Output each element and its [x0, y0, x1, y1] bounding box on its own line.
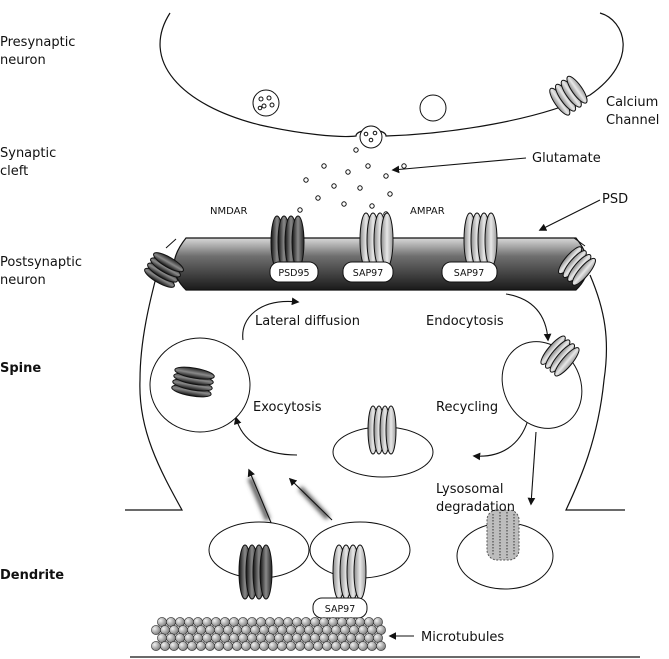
nmdar-vesicle-icon [171, 366, 215, 398]
sap97-protein [342, 261, 394, 283]
tubulin-bead [160, 641, 170, 651]
label-recycling: Recycling [436, 400, 498, 415]
tubulin-bead [250, 641, 260, 651]
svg-text:cleft: cleft [0, 164, 28, 179]
nmdar-transport-icon [238, 544, 273, 600]
tubulin-bead [286, 641, 296, 651]
psd-pointer [538, 199, 601, 231]
tubulin-bead [178, 641, 188, 651]
label-spine: Spine [0, 361, 41, 376]
tubulin-bead [187, 641, 197, 651]
synaptic-vesicle-filled [252, 89, 280, 117]
nmdar-receptor-icon [270, 215, 305, 269]
sap97-protein [441, 261, 498, 283]
tubulin-bead [196, 641, 206, 651]
label-sap97: SAP97 [325, 604, 356, 615]
recycling-arrow [472, 419, 529, 461]
label-psd95: PSD95 [278, 268, 309, 279]
label-glutamate: Glutamate [532, 151, 601, 166]
glutamate-molecules [297, 147, 407, 217]
label-endocytosis: Endocytosis [426, 314, 504, 329]
tubulin-bead [313, 641, 323, 651]
label-lateral-diffusion: Lateral diffusion [255, 314, 360, 329]
label-microtubules: Microtubules [421, 630, 504, 645]
tubulin-bead [169, 641, 179, 651]
tubulin-bead [151, 625, 161, 635]
glutamate-pointer [391, 157, 527, 174]
label-calcium: Calcium [606, 95, 658, 110]
tubulin-bead [151, 641, 161, 651]
tubulin-bead [304, 641, 314, 651]
tubulin-bead [223, 641, 233, 651]
calcium-channel-icon [549, 75, 588, 116]
fusing-vesicle [359, 125, 383, 149]
svg-text:Channel: Channel [606, 113, 659, 128]
spine-membrane [125, 269, 184, 511]
svg-text:neuron: neuron [0, 53, 46, 68]
ampar-receptor-icon [463, 212, 498, 268]
psd95-protein [269, 261, 319, 283]
exocytosis-arrow [233, 416, 298, 456]
label-exocytosis: Exocytosis [253, 400, 322, 415]
label-psd: PSD [602, 192, 628, 207]
tubulin-bead [340, 641, 350, 651]
tubulin-bead [259, 641, 269, 651]
endosome-right [501, 341, 583, 429]
tubulin-bead [349, 641, 359, 651]
svg-text:degradation: degradation [436, 500, 515, 515]
tubulin-bead [322, 641, 332, 651]
tubulin-bead [241, 641, 251, 651]
label-dendrite: Dendrite [0, 568, 64, 583]
transport-arrow [288, 477, 333, 521]
label-postsynaptic: Postsynaptic [0, 255, 82, 270]
degradation-arrow [527, 431, 537, 506]
microtubules [151, 617, 386, 651]
tubulin-bead [331, 641, 341, 651]
label-nmdar: NMDAR [210, 206, 247, 217]
tubulin-bead [295, 641, 305, 651]
ampar-transport-icon [332, 544, 367, 600]
label-ampar: AMPAR [410, 206, 445, 217]
label-sap97: SAP97 [454, 268, 485, 279]
ampar-recycling-icon [367, 405, 397, 455]
label-sap97: SAP97 [353, 268, 384, 279]
lateral-diffusion-arrow [242, 297, 300, 341]
ampar-receptor-icon [359, 212, 394, 268]
svg-text:neuron: neuron [0, 273, 46, 288]
transport-arrow [247, 468, 273, 526]
tubulin-bead [205, 641, 215, 651]
tubulin-bead [277, 641, 287, 651]
tubulin-bead [214, 641, 224, 651]
label-lysosomal: Lysosomal [436, 482, 503, 497]
tubulin-bead [376, 641, 386, 651]
ampar-side-icon [558, 246, 596, 286]
nmdar-side-icon [144, 252, 184, 288]
tubulin-bead [367, 641, 377, 651]
label-presynaptic: Presynaptic [0, 35, 75, 50]
ampar-endocytosed-icon [540, 335, 580, 377]
endocytosis-arrow [505, 293, 552, 342]
tubulin-bead [268, 641, 278, 651]
tubulin-bead [358, 641, 368, 651]
synaptic-vesicle-empty [419, 94, 447, 122]
degraded-receptor-icon [486, 509, 520, 561]
presynaptic-membrane [159, 12, 624, 138]
tubulin-bead [232, 641, 242, 651]
label-cleft: Synaptic [0, 146, 56, 161]
